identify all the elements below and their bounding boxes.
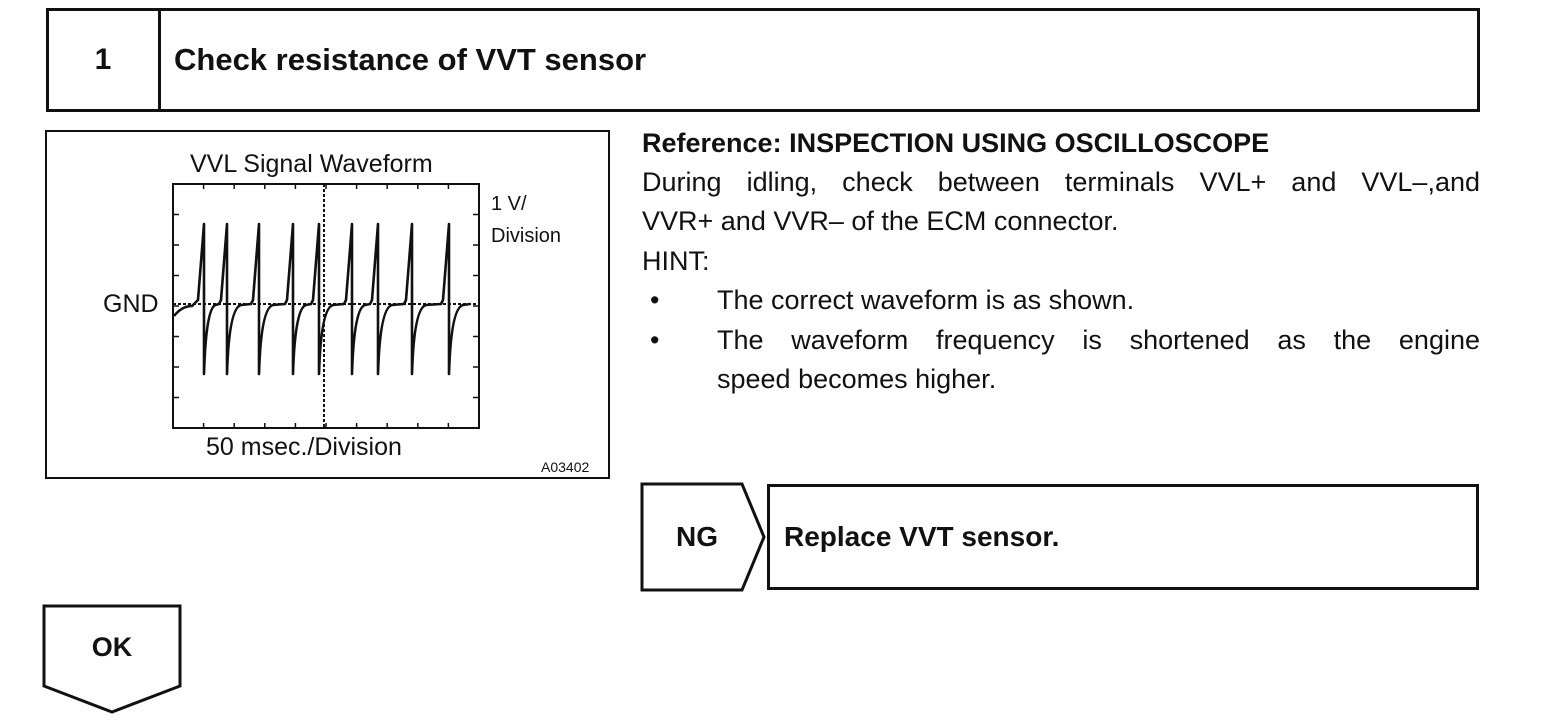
- step-number: 1: [94, 43, 112, 76]
- step-header-box: [46, 8, 1480, 112]
- time-scale-label: 50 msec./Division: [206, 433, 402, 461]
- step-title: Check resistance of VVT sensor: [174, 42, 647, 77]
- bullet-icon: •: [650, 325, 660, 355]
- bullet-icon: •: [650, 285, 660, 315]
- scope-grid-ticks: [173, 184, 479, 428]
- step-header-divider: [158, 8, 161, 112]
- hint-bullet-1: The correct waveform is as shown.: [717, 285, 1135, 315]
- ok-label: OK: [91, 631, 133, 662]
- scope-waveform: [172, 222, 471, 376]
- hint-bullet-2-line1: The waveform frequency is shortened as t…: [717, 325, 1480, 355]
- volt-scale-label: 1 V/: [491, 193, 527, 215]
- volt-scale-unit: Division: [491, 225, 562, 247]
- ng-arrow-shape: [640, 482, 766, 592]
- ng-action-box: [767, 484, 1479, 590]
- reference-text-line2: VVR+ and VVR– of the ECM connector.: [642, 206, 1119, 236]
- ng-label: NG: [676, 521, 718, 552]
- figure-title: VVL Signal Waveform: [190, 150, 433, 178]
- oscilloscope-screen: [172, 183, 480, 429]
- hint-label: HINT:: [642, 246, 710, 276]
- reference-text-line1: During idling, check between terminals V…: [642, 167, 1480, 197]
- hint-bullet-2-line2: speed becomes higher.: [717, 364, 997, 394]
- gnd-label: GND: [103, 290, 159, 318]
- ng-action-text: Replace VVT sensor.: [784, 521, 1060, 552]
- figure-code: A03402: [541, 459, 590, 475]
- scope-frame: [172, 183, 480, 429]
- waveform-figure: [45, 130, 610, 479]
- reference-heading: Reference: INSPECTION USING OSCILLOSCOPE: [642, 128, 1270, 158]
- ok-arrow-shape: [42, 604, 182, 714]
